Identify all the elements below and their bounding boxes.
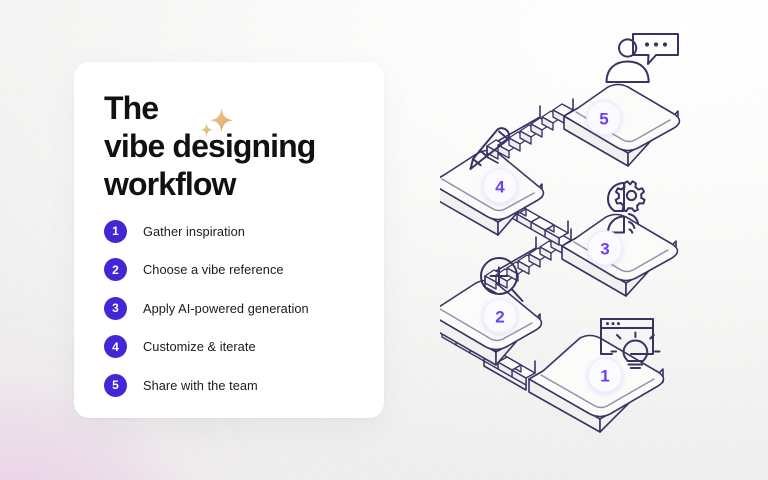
- staircase-badge-3: 3: [587, 230, 623, 266]
- step-label: Share with the team: [143, 377, 258, 393]
- platform-level-1: [528, 334, 665, 433]
- staircase-badge-label-1: 1: [600, 367, 609, 386]
- staircase-badge-4: 4: [482, 168, 518, 204]
- card-header: The vibe designing workflow: [104, 89, 362, 203]
- step-label: Gather inspiration: [143, 223, 245, 239]
- ai-head-gear-icon: [607, 180, 646, 234]
- step-number-badge: 4: [104, 335, 127, 359]
- magnifier-plus-icon: [480, 257, 524, 302]
- list-item[interactable]: 2 Choose a vibe reference: [104, 251, 368, 290]
- pencil-icon: [469, 127, 510, 170]
- step-number-badge: 2: [104, 258, 127, 282]
- browser-lightbulb-icon: [600, 318, 661, 369]
- title-line-3: workflow: [104, 166, 236, 202]
- isometric-staircase-illustration: .ln { fill: none; stroke: #3b3264; strok…: [440, 28, 760, 452]
- list-item[interactable]: 4 Customize & iterate: [104, 328, 368, 367]
- staircase-badge-5: 5: [586, 100, 622, 136]
- step-number-badge: 1: [104, 219, 127, 243]
- step-label: Customize & iterate: [143, 339, 256, 355]
- staircase-badge-2: 2: [482, 298, 518, 334]
- person-speech-bubble-icon: [605, 33, 679, 83]
- staircase-badge-label-3: 3: [600, 240, 609, 259]
- step-number-badge: 5: [104, 373, 127, 397]
- list-item[interactable]: 5 Share with the team: [104, 366, 368, 405]
- workflow-card: The vibe designing workflow: [74, 62, 384, 418]
- list-item[interactable]: 3 Apply AI-powered generation: [104, 289, 368, 328]
- step-label: Choose a vibe reference: [143, 262, 284, 278]
- step-number-badge: 3: [104, 296, 127, 320]
- staircase-badge-label-2: 2: [495, 308, 504, 327]
- list-item[interactable]: 1 Gather inspiration: [104, 212, 368, 251]
- staircase-badge-label-4: 4: [495, 178, 505, 197]
- platform-level-5: [563, 83, 681, 167]
- title-line-1: The: [104, 90, 159, 126]
- step-label: Apply AI-powered generation: [143, 300, 309, 316]
- workflow-steps-list: 1 Gather inspiration 2 Choose a vibe ref…: [104, 212, 368, 405]
- title-line-2: vibe designing: [104, 128, 316, 164]
- staircase-badge-label-5: 5: [599, 110, 608, 129]
- staircase-badge-1: 1: [587, 357, 623, 393]
- page-title: The vibe designing workflow: [104, 89, 362, 203]
